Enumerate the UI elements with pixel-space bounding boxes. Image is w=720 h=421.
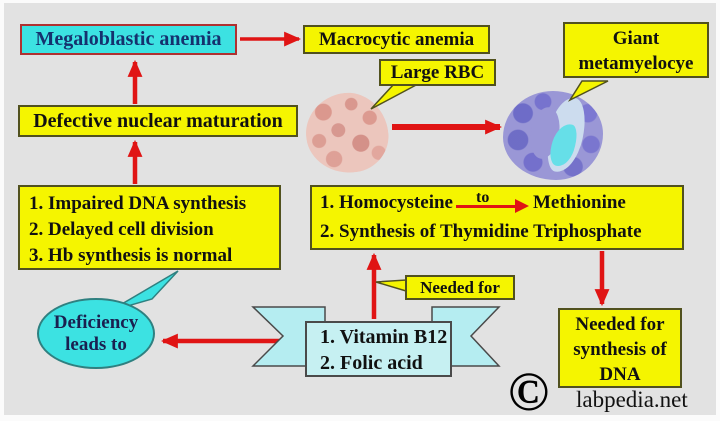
large-rbc-callout: Large RBC	[379, 59, 496, 86]
dna-synthesis-list-box: 1. Impaired DNA synthesis 2. Delayed cel…	[18, 185, 281, 270]
needed-dna-line: synthesis of	[573, 339, 667, 360]
needed-dna-line: Needed for	[575, 314, 665, 335]
copyright-icon: ©	[508, 361, 550, 421]
site-watermark: labpedia.net	[576, 387, 688, 412]
to-arrow-shaft	[455, 199, 529, 213]
bubble-line1: Deficiency	[53, 311, 139, 333]
defective-nuclear-maturation-box: Defective nuclear maturation	[18, 105, 298, 137]
needed-for-callout: Needed for	[405, 275, 515, 300]
needed-dna-line: DNA	[599, 364, 641, 385]
needed-for-callout-tail	[375, 279, 407, 293]
to-arrow: to	[454, 189, 532, 218]
giant-metamyelocyte-cell-image	[503, 91, 603, 180]
megaloblastic-anemia-box: Megaloblastic anemia	[20, 24, 237, 55]
giant-callout-tail	[567, 80, 609, 102]
list-item: 3. Hb synthesis is normal	[29, 245, 233, 266]
methionine-label: Methionine	[532, 192, 626, 213]
list-item: 1. Impaired DNA synthesis	[29, 193, 247, 214]
giant-metamyelocyte-callout: Giant metamyelocye	[563, 22, 709, 78]
bubble-line2: leads to	[65, 333, 127, 355]
ribbon-item: 1. Vitamin B12	[320, 326, 448, 348]
deficiency-speech-bubble: Deficiency leads to	[37, 298, 155, 369]
to-arrow-label: to	[475, 188, 490, 206]
giant-callout-line1: Giant	[612, 28, 660, 49]
large-rbc-callout-tail	[370, 83, 419, 110]
giant-callout-line2: metamyelocye	[578, 53, 694, 74]
homocysteine-list-box: 1. Homocysteine to Methionine 2. Synthesis…	[310, 185, 684, 250]
homocysteine-line: 1. Homocysteine to Methionine	[320, 189, 682, 218]
needed-for-dna-box: Needed for synthesis of DNA	[558, 308, 682, 388]
macrocytic-anemia-box: Macrocytic anemia	[303, 25, 490, 54]
ribbon-item: 2. Folic acid	[320, 352, 423, 374]
list-item: 2. Delayed cell division	[29, 219, 214, 240]
vitamins-ribbon-banner: 1. Vitamin B12 2. Folic acid	[305, 321, 452, 377]
thymidine-line: 2. Synthesis of Thymidine Triphosphate	[320, 220, 642, 242]
homocysteine-label: 1. Homocysteine	[320, 192, 453, 213]
